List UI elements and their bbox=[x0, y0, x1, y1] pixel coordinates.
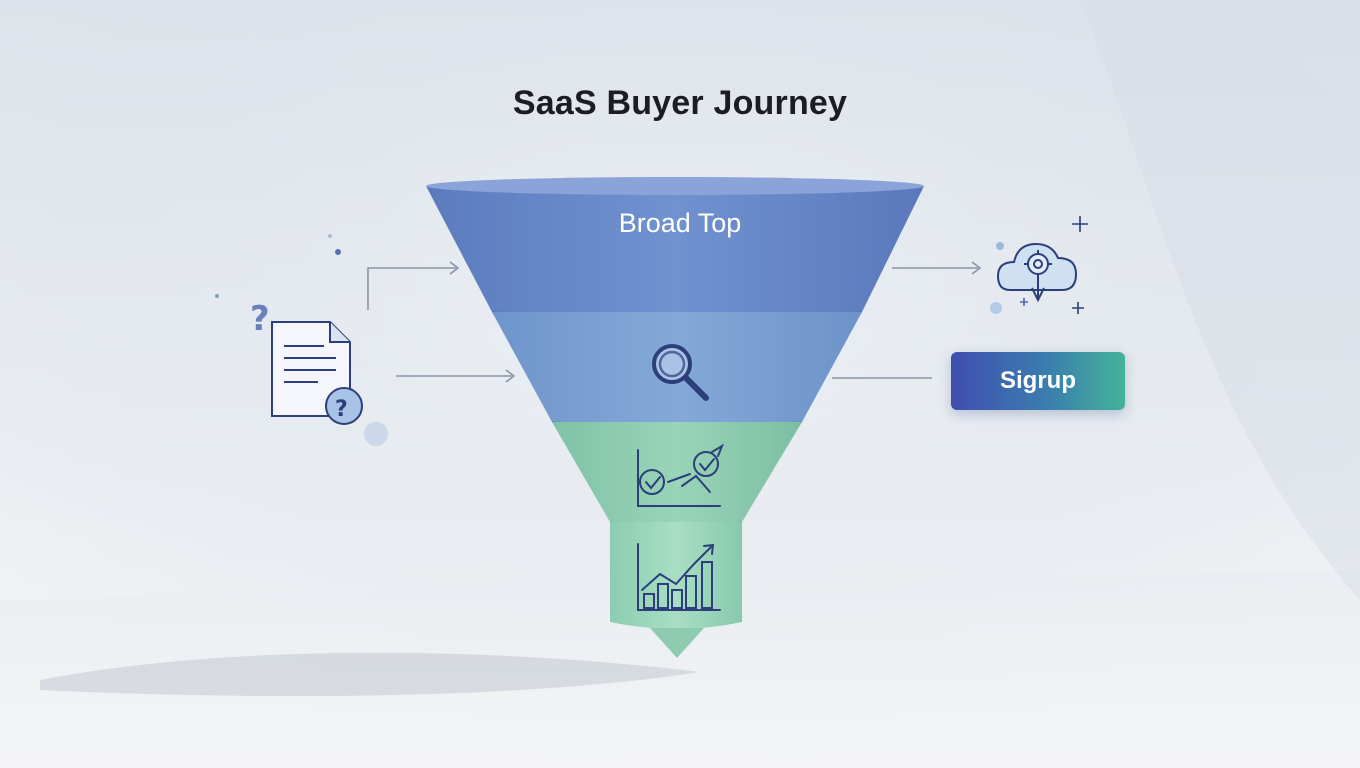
funnel-top-label: Broad Top bbox=[618, 208, 742, 238]
connector-arrow-lower-left bbox=[396, 369, 516, 383]
svg-text:?: ? bbox=[335, 397, 348, 422]
funnel-stage-1 bbox=[426, 177, 924, 319]
signup-button[interactable]: Sigrup bbox=[951, 352, 1125, 410]
bar-chart-trend-icon bbox=[637, 543, 721, 611]
svg-text:?: ? bbox=[250, 299, 270, 339]
checkmark-growth-icon bbox=[637, 443, 725, 507]
cloud-gear-icon bbox=[990, 216, 1088, 314]
connector-arrow-upper-left bbox=[367, 261, 460, 310]
connector-arrow-upper-right bbox=[892, 261, 982, 275]
document-question-icon: ? ? bbox=[215, 234, 388, 446]
funnel-stage-3 bbox=[552, 422, 802, 527]
magnifier-icon bbox=[652, 344, 709, 401]
diagram-title: SaaS Buyer Journey bbox=[512, 84, 848, 122]
